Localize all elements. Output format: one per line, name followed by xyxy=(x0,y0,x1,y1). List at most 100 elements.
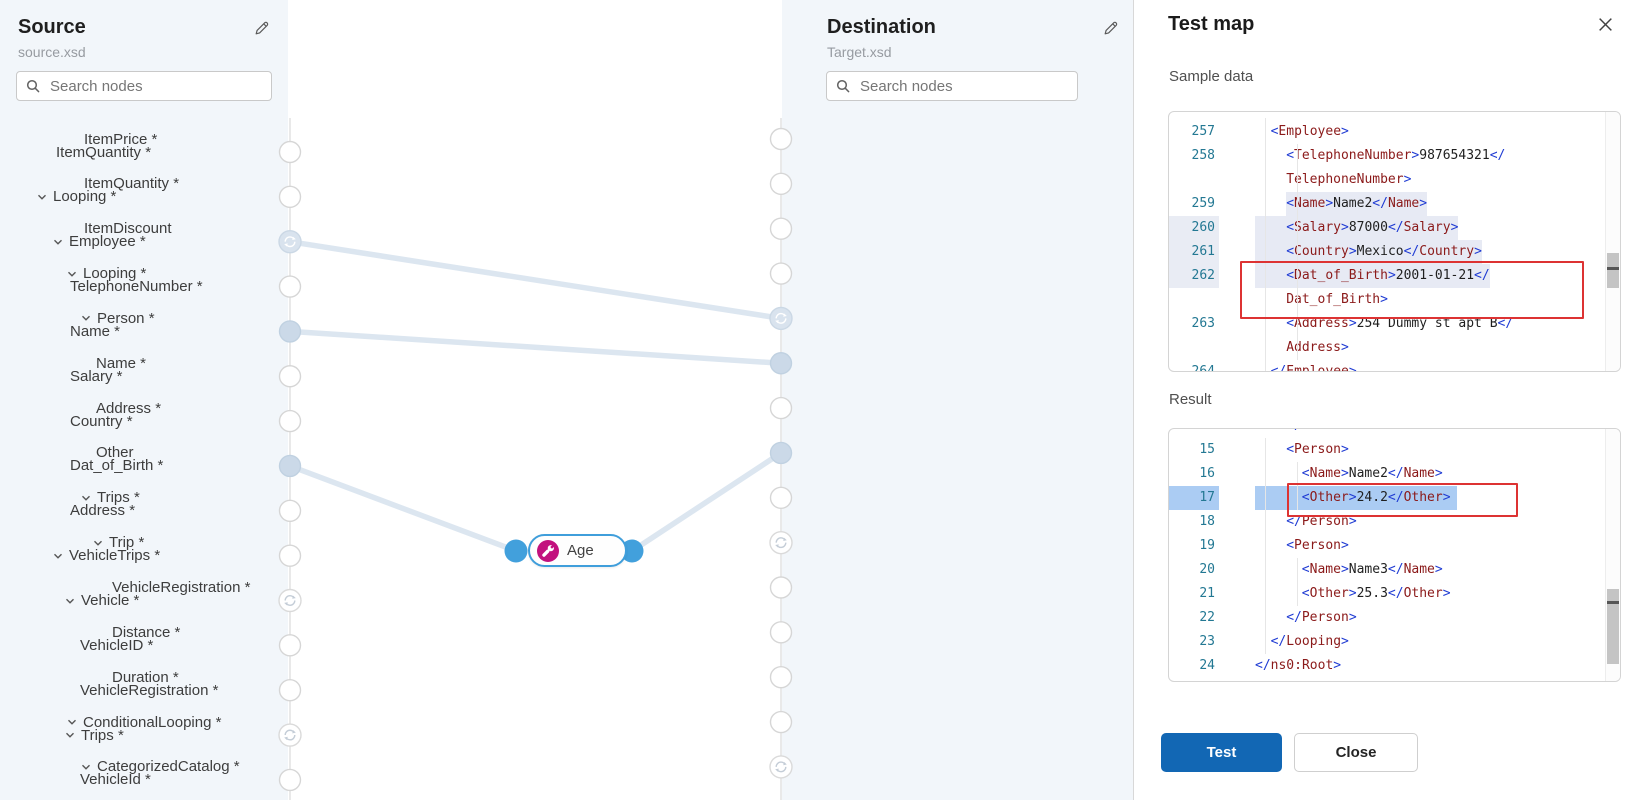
source-tree-item-vehicleregistration[interactable]: VehicleRegistration * xyxy=(80,676,218,704)
source-tree-item-vehicle[interactable]: Vehicle * xyxy=(64,587,139,615)
close-icon[interactable] xyxy=(1597,16,1614,33)
source-port-name[interactable] xyxy=(278,320,302,343)
code-line-19[interactable]: 19<Person> xyxy=(1169,534,1620,558)
chevron-down-icon[interactable] xyxy=(92,537,104,549)
source-port-address[interactable] xyxy=(278,499,302,522)
edit-destination-schema-icon[interactable] xyxy=(1102,19,1120,37)
code-line[interactable]: TelephoneNumber> xyxy=(1169,168,1620,192)
source-port-vehicleregistration[interactable] xyxy=(278,679,302,702)
destination-tree-item-duration[interactable]: Duration * xyxy=(112,663,179,691)
destination-tree-item-vehicleregistration[interactable]: VehicleRegistration * xyxy=(112,574,250,602)
source-tree-item-trips[interactable]: Trips * xyxy=(64,721,124,749)
destination-tree-item-distance[interactable]: Distance * xyxy=(112,618,180,646)
code-line-15[interactable]: 15<Person> xyxy=(1169,438,1620,462)
code-line-18[interactable]: 18</Person> xyxy=(1169,510,1620,534)
chevron-down-icon[interactable] xyxy=(80,492,92,504)
code-line[interactable]: Address> xyxy=(1169,336,1620,360)
source-port-telephonenumber[interactable] xyxy=(278,275,302,298)
destination-port-itemdiscount[interactable] xyxy=(769,217,793,240)
source-port-itemquantity[interactable] xyxy=(278,140,302,164)
close-button[interactable]: Close xyxy=(1294,733,1418,772)
destination-tree-item-looping[interactable]: Looping * xyxy=(66,260,146,288)
source-tree-item-looping[interactable]: Looping * xyxy=(36,183,116,211)
source-port-looping[interactable] xyxy=(278,185,302,209)
destination-port-duration[interactable] xyxy=(769,666,793,689)
chevron-down-icon[interactable] xyxy=(66,716,78,728)
source-search[interactable] xyxy=(16,71,272,101)
destination-port-itemprice[interactable] xyxy=(769,127,793,151)
destination-tree-item-other[interactable]: Other xyxy=(96,439,134,467)
destination-port-person[interactable] xyxy=(769,306,793,331)
code-line-17[interactable]: 17<Other>24.2</Other> xyxy=(1169,486,1620,510)
code-line-16[interactable]: 16<Name>Name2</Name> xyxy=(1169,462,1620,486)
scrollbar-thumb[interactable] xyxy=(1607,253,1619,288)
code-line-262[interactable]: 262<Dat_of_Birth>2001-01-21</ xyxy=(1169,264,1620,288)
code-line-24[interactable]: 24</ns0:Root> xyxy=(1169,654,1620,678)
destination-tree-item-trip[interactable]: Trip * xyxy=(92,529,144,557)
code-line-20[interactable]: 20<Name>Name3</Name> xyxy=(1169,558,1620,582)
chevron-down-icon[interactable] xyxy=(66,268,78,280)
source-search-input[interactable] xyxy=(48,76,263,96)
destination-port-categorizedcatalog[interactable] xyxy=(769,755,793,779)
source-tree-item-vehicleid[interactable]: VehicleID * xyxy=(80,631,153,659)
source-tree-item-salary[interactable]: Salary * xyxy=(70,362,123,390)
chevron-down-icon[interactable] xyxy=(52,550,64,562)
scrollbar-thumb[interactable] xyxy=(1607,589,1619,664)
code-line[interactable]: Dat_of_Birth> xyxy=(1169,288,1620,312)
destination-tree-item-conditionallooping[interactable]: ConditionalLooping * xyxy=(66,708,221,736)
sample-data-editor[interactable]: 257<Employee>258<TelephoneNumber>9876543… xyxy=(1168,111,1621,372)
destination-port-address[interactable] xyxy=(769,396,793,420)
code-line-258[interactable]: 258<TelephoneNumber>987654321</ xyxy=(1169,144,1620,168)
code-line-263[interactable]: 263<Address>254 Dummy st apt B</ xyxy=(1169,312,1620,336)
test-button[interactable]: Test xyxy=(1161,733,1282,772)
source-tree-item-country[interactable]: Country * xyxy=(70,407,133,435)
source-port-dat-of-birth[interactable] xyxy=(278,454,302,478)
destination-port-conditionallooping[interactable] xyxy=(769,710,793,734)
chevron-down-icon[interactable] xyxy=(80,761,92,773)
source-port-country[interactable] xyxy=(278,409,302,433)
source-tree-item-address[interactable]: Address * xyxy=(70,497,135,525)
destination-tree-item-itemprice[interactable]: ItemPrice * xyxy=(84,125,157,153)
age-input-handle[interactable] xyxy=(504,539,528,563)
connection-age-other[interactable] xyxy=(629,450,784,554)
source-port-vehicle[interactable] xyxy=(278,588,302,613)
destination-tree-item-categorizedcatalog[interactable]: CategorizedCatalog * xyxy=(80,753,240,781)
chevron-down-icon[interactable] xyxy=(64,729,76,741)
source-port-vehicleid[interactable] xyxy=(278,768,302,792)
code-line-257[interactable]: 257<Employee> xyxy=(1169,120,1620,144)
connection-employee-person[interactable] xyxy=(287,238,784,322)
source-tree-item-employee[interactable]: Employee * xyxy=(52,228,146,256)
chevron-down-icon[interactable] xyxy=(36,191,48,203)
destination-tree-item-itemdiscount[interactable]: ItemDiscount xyxy=(84,215,172,243)
result-editor[interactable]: 14</Person>15<Person>16<Name>Name2</Name… xyxy=(1168,428,1621,682)
function-node-age[interactable]: Age xyxy=(528,534,627,567)
destination-tree-item-trips[interactable]: Trips * xyxy=(80,484,140,512)
destination-port-itemquantity[interactable] xyxy=(769,172,793,196)
chevron-down-icon[interactable] xyxy=(80,312,92,324)
destination-port-trip[interactable] xyxy=(769,530,793,555)
code-line-21[interactable]: 21<Other>25.3</Other> xyxy=(1169,582,1620,606)
destination-tree-item-itemquantity[interactable]: ItemQuantity * xyxy=(84,170,179,198)
destination-port-trips[interactable] xyxy=(769,486,793,509)
destination-port-other[interactable] xyxy=(769,441,793,465)
code-line-22[interactable]: 22</Person> xyxy=(1169,606,1620,630)
source-port-salary[interactable] xyxy=(278,365,302,388)
code-line[interactable] xyxy=(1169,112,1620,120)
source-tree-item-telephonenumber[interactable]: TelephoneNumber * xyxy=(70,273,203,301)
source-tree-item-itemquantity[interactable]: ItemQuantity * xyxy=(56,138,151,166)
destination-port-vehicleregistration[interactable] xyxy=(769,576,793,599)
source-port-vehicletrips[interactable] xyxy=(278,544,302,567)
source-tree-item-vehicleid[interactable]: VehicleId * xyxy=(80,766,151,794)
connection-datofbirth-age[interactable] xyxy=(287,463,519,554)
edit-source-schema-icon[interactable] xyxy=(253,19,271,37)
destination-tree-item-address[interactable]: Address * xyxy=(96,394,161,422)
code-line-259[interactable]: 259<Name>Name2</Name> xyxy=(1169,192,1620,216)
code-line-23[interactable]: 23</Looping> xyxy=(1169,630,1620,654)
destination-port-name[interactable] xyxy=(769,352,793,375)
code-line-264[interactable]: 264</Employee> xyxy=(1169,360,1620,371)
source-port-trips[interactable] xyxy=(278,723,302,747)
destination-tree-item-person[interactable]: Person * xyxy=(80,304,155,332)
source-tree-item-vehicletrips[interactable]: VehicleTrips * xyxy=(52,542,160,570)
source-tree-item-name[interactable]: Name * xyxy=(70,317,120,345)
destination-search-input[interactable] xyxy=(858,76,1069,96)
